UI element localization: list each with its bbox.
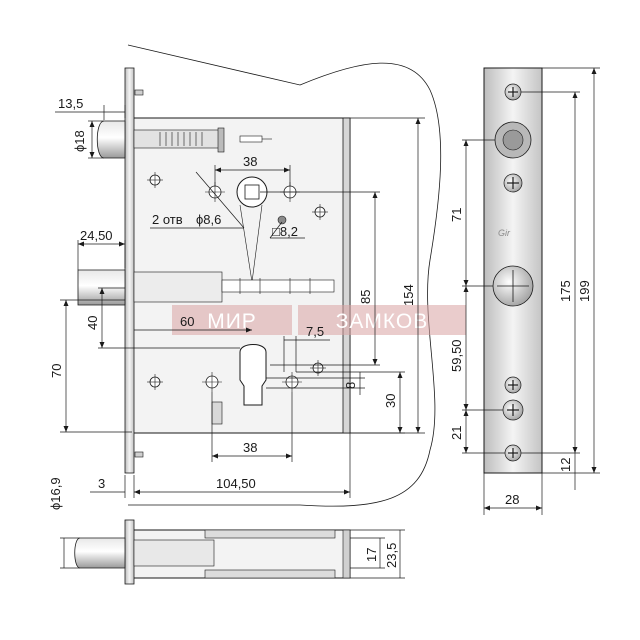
watermark-left: МИР [207,310,257,333]
dim-12: 12 [558,458,573,472]
watermark-right: ЗАМКОВ [336,310,429,333]
latch-bolt [77,269,126,306]
dim-phi-18: ϕ18 [72,130,87,152]
dim-30: 30 [383,394,398,408]
dim-21: 21 [449,426,464,440]
faceplate: Gir [483,67,543,474]
dim-85: 85 [358,290,373,304]
dim-7-5: 7,5 [306,324,324,339]
dim-23-5: 23,5 [384,543,399,568]
dim-38-bottom: 38 [243,440,257,455]
dim-154: 154 [401,284,416,306]
dim-28: 28 [505,492,519,507]
dim-phi-16-9: ϕ16,9 [48,477,63,510]
dim-40: 40 [85,316,100,330]
dim-13-5: 13,5 [58,96,83,111]
lock-side-view [74,519,351,585]
dimension-lines [55,105,425,498]
upper-round-bolt [96,120,126,159]
dim-70: 70 [49,364,64,378]
lock-body [77,67,351,474]
dim-38-top: 38 [243,154,257,169]
dim-175: 175 [558,280,573,302]
dim-phi-8-6: ϕ8,6 [196,212,221,227]
front-strip [124,67,135,474]
dim-2-holes: 2 отв [152,212,183,227]
dim-square-8-2: □8,2 [272,224,298,239]
dim-60: 60 [180,314,194,329]
dim-17: 17 [364,548,379,562]
cylinder-cutout [239,344,267,406]
dim-199: 199 [577,280,592,302]
dim-24-50: 24,50 [80,228,113,243]
dimension-arrows [63,118,421,495]
dim-3: 3 [98,476,105,491]
dim-59-50: 59,50 [449,339,464,372]
dim-71: 71 [449,208,464,222]
faceplate-logo: Gir [498,228,511,238]
dim-8: 8 [343,382,358,389]
dim-104-50: 104,50 [216,476,256,491]
